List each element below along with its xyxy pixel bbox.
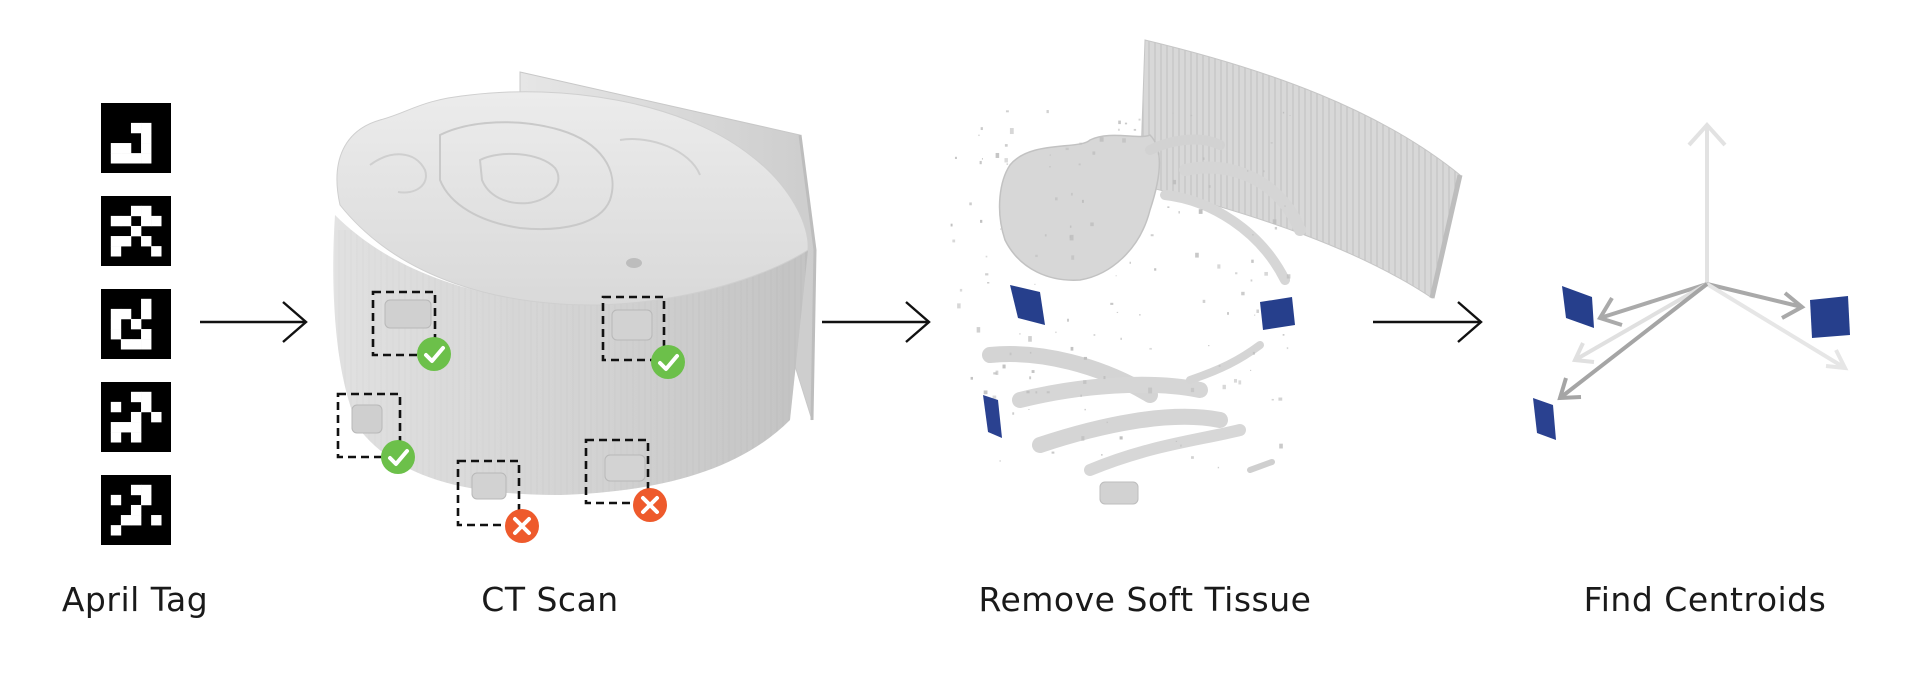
caption-find-centroids: Find Centroids xyxy=(1583,580,1827,619)
detection-2 xyxy=(601,295,685,379)
april-tag-5 xyxy=(101,475,171,545)
caption-remove-soft-tissue: Remove Soft Tissue xyxy=(978,580,1312,619)
flow-arrow-1 xyxy=(200,301,308,343)
blue-fiducial-2 xyxy=(1260,297,1295,330)
april-tag-2 xyxy=(101,196,171,266)
blue-fiducial-1 xyxy=(1010,285,1045,325)
detection-4 xyxy=(456,459,539,543)
check-icon xyxy=(651,345,685,379)
april-tag-3 xyxy=(101,289,171,359)
fiducial-detections xyxy=(336,290,685,543)
april-tag-4 xyxy=(101,382,171,452)
cross-icon xyxy=(505,509,539,543)
blue-fiducial-3 xyxy=(983,395,1002,438)
flow-arrow-2 xyxy=(822,301,931,343)
caption-ct-scan: CT Scan xyxy=(481,580,619,619)
scan-top-surface xyxy=(336,91,809,306)
caption-april-tag: April Tag xyxy=(61,580,209,619)
check-icon xyxy=(381,440,415,474)
bone-render xyxy=(950,39,1463,505)
detection-3 xyxy=(336,392,415,474)
detection-1 xyxy=(371,290,451,371)
flow-arrow-3 xyxy=(1373,301,1483,343)
april-tag-column xyxy=(101,103,171,545)
check-icon xyxy=(417,337,451,371)
centroid-fiducial-3 xyxy=(1533,398,1556,440)
centroid-fiducial-2 xyxy=(1810,296,1850,338)
centroid-axes xyxy=(1533,122,1850,440)
april-tag-1 xyxy=(101,103,171,173)
centroid-fiducial-1 xyxy=(1562,286,1594,328)
detection-5 xyxy=(584,438,667,522)
cross-icon xyxy=(633,488,667,522)
vertebra-block xyxy=(998,134,1161,281)
ct-scan-volume xyxy=(333,71,817,500)
